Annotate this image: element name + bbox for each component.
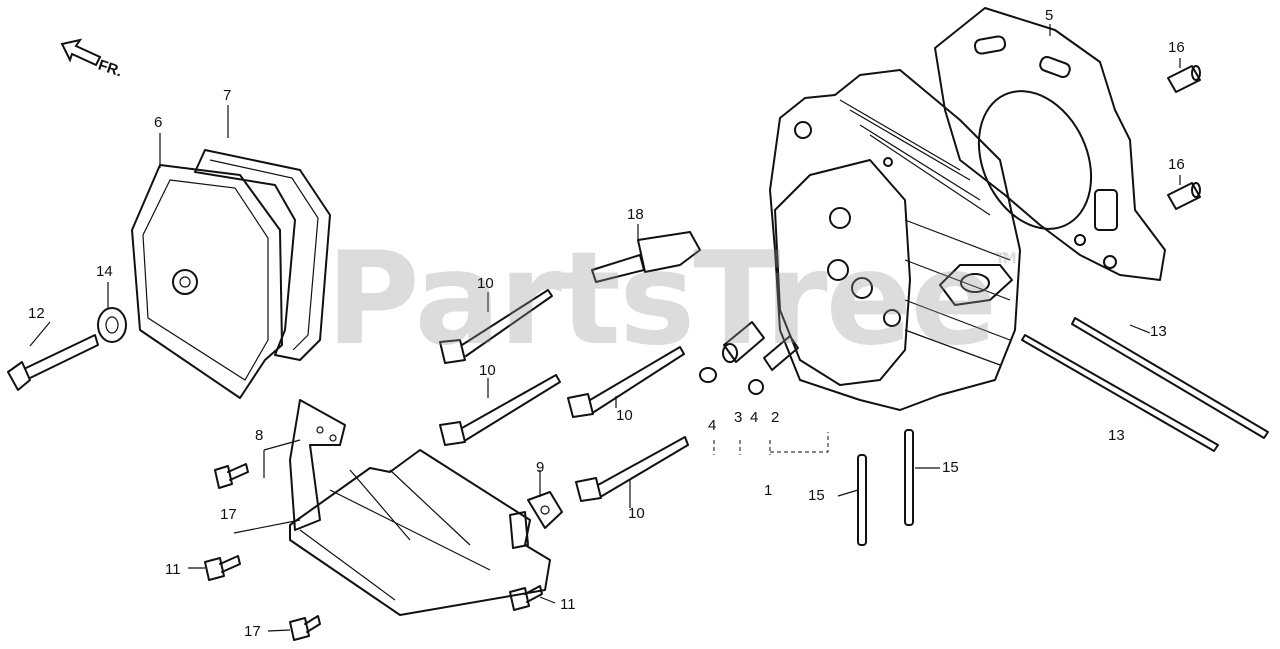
cylinder-head[interactable] <box>769 69 1021 411</box>
callout-11: 11 <box>560 596 576 613</box>
dowel-pin-upper[interactable] <box>1167 65 1201 93</box>
bolt-17[interactable] <box>289 615 321 641</box>
bolt-11-right[interactable] <box>509 585 543 611</box>
valve-cover-bolt[interactable] <box>7 334 99 391</box>
callout-14: 14 <box>96 263 113 280</box>
callout-9: 9 <box>536 459 545 476</box>
head-bolt-1[interactable] <box>439 289 553 364</box>
watermark-trademark: TM <box>995 251 1017 267</box>
callout-bracket-1 <box>713 432 829 455</box>
callout-10: 10 <box>479 362 496 379</box>
shroud-bracket[interactable] <box>289 399 346 531</box>
callout-5: 5 <box>1045 7 1054 24</box>
head-bolt-4[interactable] <box>575 436 689 502</box>
callout-17: 17 <box>220 506 237 523</box>
leader-lines <box>29 24 1181 632</box>
valve-cover-gasket[interactable] <box>194 149 331 361</box>
push-rod-upper[interactable] <box>1071 317 1269 439</box>
callout-18: 18 <box>627 206 644 223</box>
callout-12: 12 <box>28 305 45 322</box>
valve-stem-seal[interactable] <box>763 335 799 371</box>
clip-a[interactable] <box>699 367 717 383</box>
callout-4: 4 <box>750 409 759 426</box>
shroud-clip[interactable] <box>527 491 563 529</box>
callout-15: 15 <box>808 487 825 504</box>
callout-10: 10 <box>628 505 645 522</box>
callout-11: 11 <box>165 561 181 578</box>
head-bolt-2[interactable] <box>439 374 561 446</box>
callout-10: 10 <box>477 275 494 292</box>
watermark-text: PartsTree <box>326 225 997 374</box>
valve-cover[interactable] <box>131 164 283 399</box>
callout-1: 1 <box>764 482 773 499</box>
push-rod-short-right[interactable] <box>904 429 914 526</box>
callout-13: 13 <box>1150 323 1167 340</box>
exhaust-shroud[interactable] <box>289 449 551 616</box>
push-rod-lower[interactable] <box>1021 334 1219 452</box>
callout-17: 17 <box>244 623 261 640</box>
bolt-11-left[interactable] <box>204 555 241 581</box>
callout-6: 6 <box>154 114 163 131</box>
watermark: PartsTreeTM <box>326 236 1017 364</box>
head-bolt-3[interactable] <box>567 346 685 418</box>
valve-guide[interactable] <box>722 321 765 363</box>
callout-16: 16 <box>1168 39 1185 56</box>
clip-b[interactable] <box>748 379 764 395</box>
callout-15: 15 <box>942 459 959 476</box>
callout-10: 10 <box>616 407 633 424</box>
callout-13: 13 <box>1108 427 1125 444</box>
callout-7: 7 <box>223 87 232 104</box>
dowel-pin-lower[interactable] <box>1167 182 1201 210</box>
front-arrow-icon <box>60 38 102 67</box>
callout-3: 3 <box>734 409 743 426</box>
callout-2: 2 <box>771 409 780 426</box>
spark-plug[interactable] <box>591 231 701 283</box>
head-gasket[interactable] <box>934 7 1166 281</box>
callout-16: 16 <box>1168 156 1185 173</box>
sealing-washer[interactable] <box>97 307 127 343</box>
callout-8: 8 <box>255 427 264 444</box>
push-rod-short-left[interactable] <box>857 454 867 546</box>
bolt-8[interactable] <box>214 463 249 489</box>
callout-4: 4 <box>708 417 717 434</box>
